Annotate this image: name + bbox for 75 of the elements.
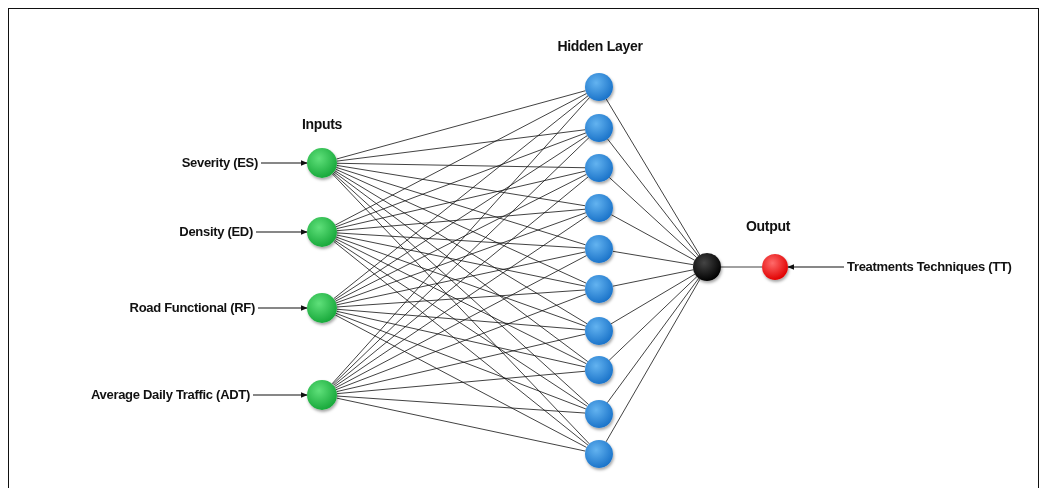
connection-line xyxy=(334,239,588,407)
neuron-circle xyxy=(585,440,613,468)
neuron-circle xyxy=(762,254,788,280)
input-label: Road Functional (RF) xyxy=(129,300,255,316)
connection-line xyxy=(334,215,588,387)
neuron-circle xyxy=(307,380,337,410)
connection-line xyxy=(608,276,698,361)
connection-line xyxy=(606,277,700,404)
connection-line xyxy=(336,310,586,368)
connection-line xyxy=(605,98,701,256)
connection-line xyxy=(336,395,586,414)
neuron-circle xyxy=(693,253,721,281)
connection-line xyxy=(336,308,586,331)
connection-line xyxy=(331,173,590,445)
connection-line xyxy=(334,170,588,325)
connection-line xyxy=(607,138,699,257)
connection-line xyxy=(336,162,586,169)
arrow xyxy=(257,305,308,311)
connection-line xyxy=(610,273,696,325)
neuron-circle xyxy=(585,73,613,101)
connection-line xyxy=(336,289,586,308)
connection-line xyxy=(335,293,587,391)
connection-line xyxy=(336,370,586,395)
connection-line xyxy=(720,266,763,268)
connection-line xyxy=(335,168,587,284)
layer-title: Inputs xyxy=(301,116,343,133)
neuron-circle xyxy=(585,194,613,222)
neuron-circle xyxy=(585,275,613,303)
connection-line xyxy=(336,234,586,287)
input-label: Density (ED) xyxy=(179,224,253,240)
neuron-circle xyxy=(585,356,613,384)
connection-line xyxy=(336,251,586,306)
connection-line xyxy=(612,269,694,287)
neuron-circle xyxy=(585,114,613,142)
neuron-circle xyxy=(585,154,613,182)
connection-line xyxy=(608,177,698,258)
connection-line xyxy=(333,241,589,446)
neuron-circle xyxy=(307,148,337,178)
input-label: Average Daily Traffic (ADT) xyxy=(90,387,250,403)
arrow xyxy=(255,229,308,235)
connection-line xyxy=(335,212,587,304)
connection-line xyxy=(612,250,694,266)
connection-line xyxy=(336,170,586,229)
connection-line xyxy=(333,95,589,300)
connection-line xyxy=(335,236,587,327)
connection-line xyxy=(334,314,587,448)
input-label: Severity (ES) xyxy=(181,155,258,171)
connection-line xyxy=(335,238,587,365)
neuron-circle xyxy=(585,317,613,345)
connection-line xyxy=(336,232,586,249)
neuron-circle xyxy=(585,400,613,428)
layer-title: Output xyxy=(745,218,791,235)
connection-line xyxy=(336,208,586,232)
connection-line xyxy=(336,397,586,452)
connection-line xyxy=(334,135,588,301)
layer-title: Hidden Layer xyxy=(557,38,643,55)
arrow xyxy=(252,392,308,398)
connection-line xyxy=(336,165,586,207)
connection-line xyxy=(605,278,701,443)
connection-line xyxy=(610,214,696,261)
neuron-circle xyxy=(307,217,337,247)
connection-line xyxy=(334,93,587,226)
input-label: Treatments Techniques (TT) xyxy=(847,259,1012,275)
connection-line xyxy=(336,90,586,160)
connection-line xyxy=(335,312,587,410)
connection-line xyxy=(335,173,587,302)
neuron-circle xyxy=(307,293,337,323)
connection-line xyxy=(336,129,586,162)
connection-line xyxy=(335,167,587,246)
connection-line xyxy=(336,333,586,392)
neuron-circle xyxy=(585,235,613,263)
arrow xyxy=(260,160,308,166)
arrow xyxy=(787,264,845,270)
connection-line xyxy=(335,132,587,228)
connection-line xyxy=(334,255,587,389)
